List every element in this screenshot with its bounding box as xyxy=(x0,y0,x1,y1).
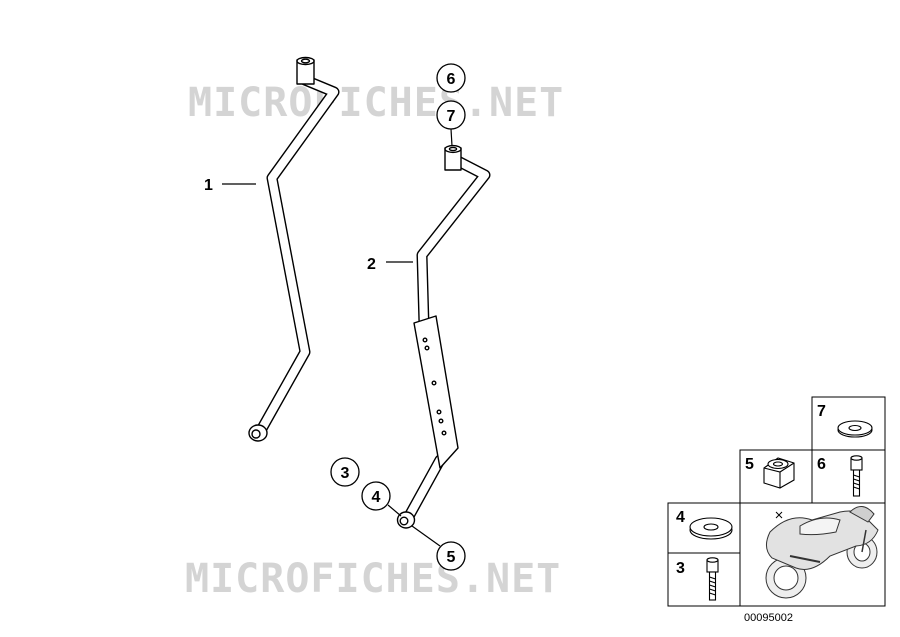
bolt-icon xyxy=(706,557,719,601)
flat-washer-icon xyxy=(689,517,733,540)
callout-7: 7 xyxy=(436,100,466,130)
leader-7 xyxy=(450,128,453,147)
legend-5-label: 5 xyxy=(745,456,754,473)
hex-nut-icon xyxy=(763,457,795,489)
leader-5 xyxy=(411,525,441,547)
diagram-code: 00095002 xyxy=(744,612,793,624)
callout-1-label: 1 xyxy=(204,177,213,194)
callout-3: 3 xyxy=(330,457,360,487)
callout-6: 6 xyxy=(436,63,466,93)
leader-4 xyxy=(387,504,402,517)
callout-4-label: 4 xyxy=(372,489,381,506)
watermark-top: MICROFICHES.NET xyxy=(188,80,564,126)
callout-7-label: 7 xyxy=(447,108,456,125)
washer-icon xyxy=(837,420,873,438)
part-2-bar xyxy=(396,144,491,529)
legend-3-label: 3 xyxy=(676,560,685,577)
mount-marker-icon xyxy=(775,511,783,519)
legend-6-label: 6 xyxy=(817,456,826,473)
callout-5: 5 xyxy=(436,541,466,571)
part-1-bar xyxy=(248,56,340,442)
legend-4-label: 4 xyxy=(676,509,685,526)
callout-6-label: 6 xyxy=(447,71,456,88)
legend-7-label: 7 xyxy=(817,403,826,420)
callout-4: 4 xyxy=(361,481,391,511)
callout-2-label: 2 xyxy=(367,256,376,273)
legend-grid xyxy=(667,396,886,607)
watermark-bottom: MICROFICHES.NET xyxy=(185,556,561,602)
bolt-icon xyxy=(850,455,863,497)
callout-3-label: 3 xyxy=(341,465,350,482)
callout-5-label: 5 xyxy=(447,549,456,566)
motorcycle-icon xyxy=(765,506,879,599)
